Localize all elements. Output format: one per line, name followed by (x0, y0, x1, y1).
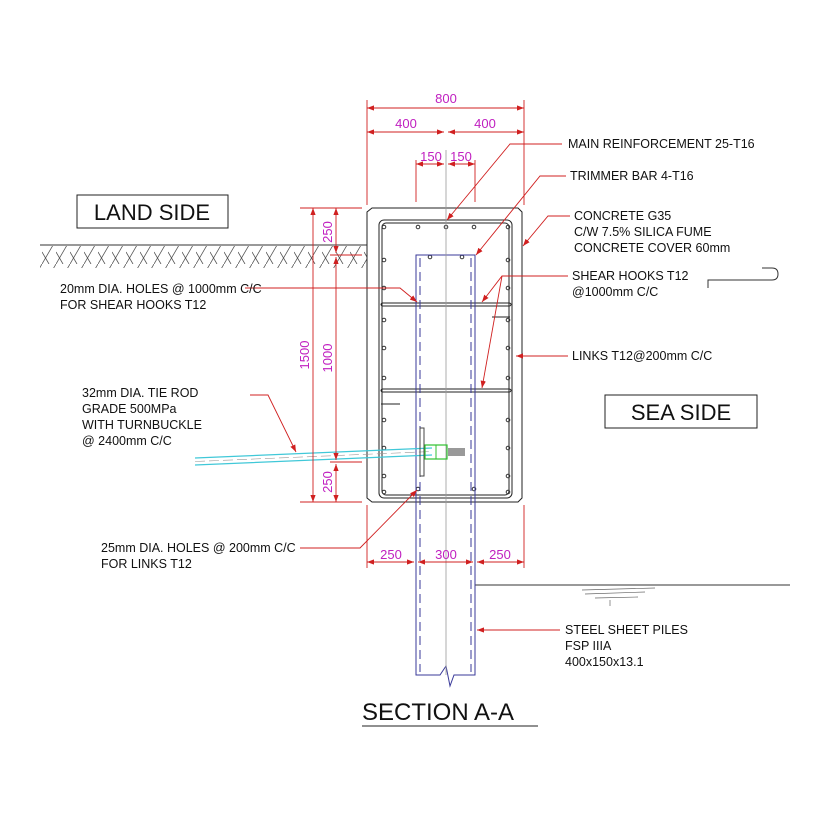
rebar-dot (459, 254, 465, 260)
rebar-dot (381, 317, 387, 323)
rebar-dot (505, 473, 511, 479)
sea-side-label: SEA SIDE (631, 400, 731, 425)
dim-400-left: 400 (395, 116, 417, 131)
rebar-dot (381, 224, 387, 230)
label-sheet-piles-1: STEEL SHEET PILES (565, 623, 688, 637)
rebar-dot (505, 224, 511, 230)
rebar-dot (505, 285, 511, 291)
rebar-dot (381, 417, 387, 423)
label-main-reinforcement: MAIN REINFORCEMENT 25-T16 (568, 137, 755, 151)
steel-sheet-pile (415, 150, 476, 688)
dim-1500: 1500 (297, 341, 312, 370)
dim-250-top: 250 (320, 221, 335, 243)
rebar-dot (381, 257, 387, 263)
label-sheet-piles-3: 400x150x13.1 (565, 655, 644, 669)
label-tie-rod-2: GRADE 500MPa (82, 402, 177, 416)
label-concrete-2: C/W 7.5% SILICA FUME (574, 225, 712, 239)
rebar-dot (505, 489, 511, 495)
label-tie-rod-1: 32mm DIA. TIE ROD (82, 386, 198, 400)
rebar-dot (381, 489, 387, 495)
dim-400-right: 400 (474, 116, 496, 131)
rebar-dot (471, 224, 477, 230)
dim-800: 800 (435, 91, 457, 106)
dimension-lines (300, 100, 525, 568)
dim-250-bottom-right: 250 (489, 547, 511, 562)
rebar-dot (505, 317, 511, 323)
dim-250-bottom-left: 250 (380, 547, 402, 562)
section-title: SECTION A-A (362, 699, 514, 726)
dim-1000: 1000 (320, 344, 335, 373)
rebar-dot (471, 486, 477, 492)
label-link-holes-2: FOR LINKS T12 (101, 557, 192, 571)
label-concrete-1: CONCRETE G35 (574, 209, 671, 223)
land-side-label: LAND SIDE (94, 200, 210, 225)
label-concrete-3: CONCRETE COVER 60mm (574, 241, 730, 255)
label-tie-rod-4: @ 2400mm C/C (82, 434, 172, 448)
rebar-dot (381, 445, 387, 451)
label-hook-holes-2: FOR SHEAR HOOKS T12 (60, 298, 206, 312)
leader-lines (245, 143, 570, 633)
dim-300: 300 (435, 547, 457, 562)
rebar-dot (505, 375, 511, 381)
rebar-dot (505, 345, 511, 351)
tie-rod (194, 427, 465, 477)
seabed-line (475, 584, 790, 606)
label-link-holes-1: 25mm DIA. HOLES @ 200mm C/C (101, 541, 296, 555)
dim-150-left: 150 (420, 149, 442, 164)
land-side-tag: LAND SIDE (76, 194, 229, 229)
label-links: LINKS T12@200mm C/C (572, 349, 712, 363)
label-trimmer-bar: TRIMMER BAR 4-T16 (570, 169, 694, 183)
rebar-dot (505, 417, 511, 423)
shear-hook-icon (707, 267, 779, 288)
rebar-dot (381, 375, 387, 381)
label-shear-hooks-2: @1000mm C/C (572, 285, 658, 299)
concrete-beam-outline (366, 207, 523, 503)
rebar-dot (427, 254, 433, 260)
rebar-dot (505, 257, 511, 263)
label-tie-rod-3: WITH TURNBUCKLE (82, 418, 202, 432)
label-hook-holes-1: 20mm DIA. HOLES @ 1000mm C/C (60, 282, 262, 296)
links-outer (378, 219, 513, 499)
rebar-dot (505, 445, 511, 451)
rebar-dot (381, 473, 387, 479)
dim-150-right: 150 (450, 149, 472, 164)
label-sheet-piles-2: FSP IIIA (565, 639, 612, 653)
sea-side-tag: SEA SIDE (604, 394, 758, 429)
rebar-dot (381, 345, 387, 351)
label-shear-hooks-1: SHEAR HOOKS T12 (572, 269, 689, 283)
land-ground (40, 244, 367, 268)
dim-250-bottom: 250 (320, 471, 335, 493)
rebar-dot (415, 224, 421, 230)
links-inner (381, 222, 510, 496)
